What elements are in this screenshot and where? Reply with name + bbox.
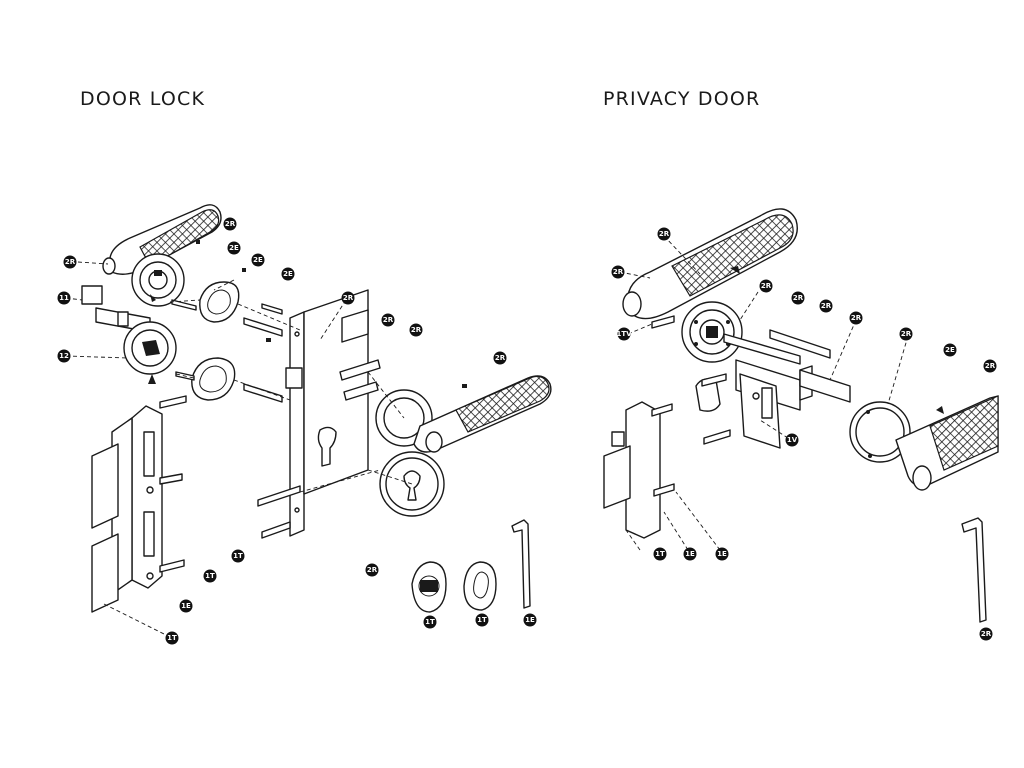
privacy-spindles	[723, 329, 831, 365]
thumb-turn-rose	[131, 253, 185, 307]
svg-text:2R: 2R	[793, 294, 804, 302]
svg-text:2E: 2E	[945, 346, 955, 354]
svg-text:2R: 2R	[383, 316, 394, 324]
privacy-latch-body	[695, 359, 813, 449]
svg-text:2R: 2R	[225, 220, 236, 228]
svg-text:2R: 2R	[343, 294, 354, 302]
svg-text:1E: 1E	[717, 550, 727, 558]
allen-key-right	[961, 517, 987, 623]
leader-lines-right	[619, 235, 909, 551]
escutcheon-ring	[123, 321, 177, 384]
mortise-lock-body	[285, 289, 369, 537]
svg-text:1T: 1T	[233, 552, 243, 560]
svg-text:2R: 2R	[367, 566, 378, 574]
spindles	[339, 359, 381, 401]
svg-text:1V: 1V	[787, 436, 798, 444]
svg-text:1T: 1T	[167, 634, 177, 642]
svg-text:2R: 2R	[901, 330, 912, 338]
privacy-lever-handle-right	[849, 395, 999, 491]
svg-text:1T: 1T	[477, 616, 487, 624]
privacy-long-spindle	[799, 369, 851, 403]
privacy-lever-handle-top	[622, 208, 798, 320]
svg-text:1E: 1E	[181, 602, 191, 610]
privacy-door-title: PRIVACY DOOR	[603, 88, 761, 110]
svg-text:1E: 1E	[685, 550, 695, 558]
cylinder-plate-oval	[463, 561, 497, 611]
svg-text:2R: 2R	[985, 362, 996, 370]
svg-text:2R: 2R	[821, 302, 832, 310]
screws	[171, 240, 283, 403]
allen-key-left	[511, 519, 531, 609]
lever-handle-right	[375, 375, 552, 453]
svg-text:2E: 2E	[229, 244, 239, 252]
svg-text:1T: 1T	[425, 618, 435, 626]
svg-text:2R: 2R	[659, 230, 670, 238]
keyhole-rose	[379, 451, 445, 517]
privacy-door-diagram: 2R 2R 1TV 2R 2R 2R 2R 2R 2E 2R 1V 1T 1E …	[603, 208, 999, 641]
svg-text:11: 11	[59, 294, 69, 302]
privacy-rose	[651, 301, 743, 363]
cylinder-plate-round	[411, 561, 447, 613]
callout-markers-left: 2R 11 12 2R 2E 2E 2E 2R 2R 2R 2R 1T 2R 1…	[57, 217, 537, 645]
svg-text:1T: 1T	[655, 550, 665, 558]
callout-markers-right: 2R 2R 1TV 2R 2R 2R 2R 2R 2E 2R 1V 1T 1E …	[611, 227, 997, 641]
door-lock-diagram: 2R 11 12 2R 2E 2E 2E 2R 2R 2R 2R 1T 2R 1…	[57, 204, 552, 645]
svg-text:1T: 1T	[205, 572, 215, 580]
door-lock-title: DOOR LOCK	[80, 88, 206, 110]
privacy-strike-plate	[603, 401, 675, 539]
svg-text:2R: 2R	[613, 268, 624, 276]
svg-text:1E: 1E	[525, 616, 535, 624]
svg-text:2R: 2R	[761, 282, 772, 290]
strike-plate	[91, 395, 187, 613]
mounting-ring-lower	[191, 357, 236, 401]
svg-text:2R: 2R	[65, 258, 76, 266]
svg-text:2R: 2R	[981, 630, 992, 638]
svg-text:1TV: 1TV	[616, 330, 632, 338]
mounting-ring-upper	[199, 281, 240, 323]
svg-text:2R: 2R	[411, 326, 422, 334]
svg-text:2E: 2E	[253, 256, 263, 264]
svg-text:2R: 2R	[495, 354, 506, 362]
lever-handle-top	[102, 204, 222, 275]
svg-text:2E: 2E	[283, 270, 293, 278]
svg-text:12: 12	[59, 352, 69, 360]
svg-text:2R: 2R	[851, 314, 862, 322]
